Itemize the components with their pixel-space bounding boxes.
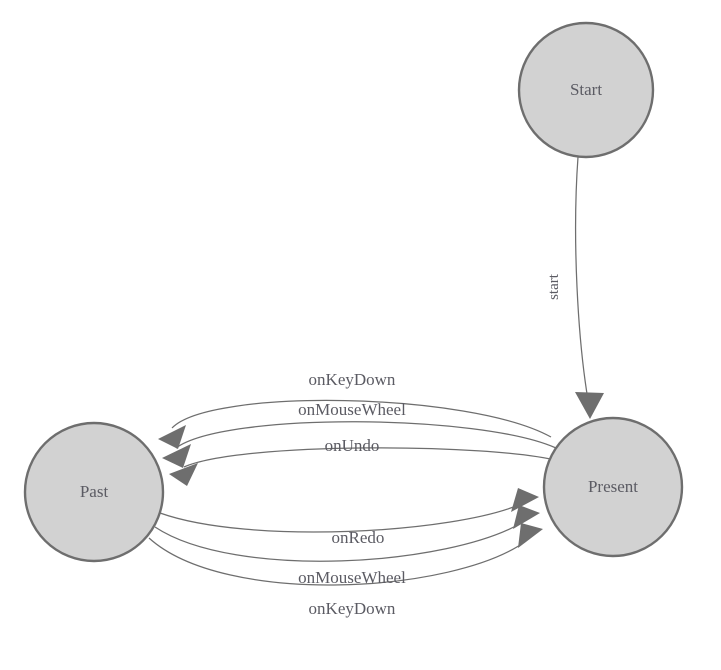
edge-present-to-past-onmousewheel[interactable] xyxy=(162,421,557,468)
edge-path-past-present-1 xyxy=(159,503,522,533)
edge-path-present-past-3 xyxy=(183,447,560,468)
edge-label-start: start xyxy=(546,273,562,300)
edge-path-present-past-2 xyxy=(175,421,557,449)
node-present-circle xyxy=(542,416,684,558)
edge-label-past-present-onmousewheel: onMouseWheel xyxy=(298,568,406,587)
edge-label-past-present-onredo: onRedo xyxy=(332,528,385,547)
edge-present-to-past-onundo[interactable] xyxy=(169,447,560,486)
arrowhead-past-present-1 xyxy=(511,488,539,512)
node-start[interactable]: Start xyxy=(517,21,655,159)
edge-past-to-present-onmousewheel[interactable] xyxy=(154,505,540,562)
edge-path-past-present-3 xyxy=(148,537,527,586)
node-past[interactable]: Past xyxy=(23,421,165,563)
node-past-circle xyxy=(23,421,165,563)
node-present-label: Present xyxy=(588,477,638,496)
edge-label-present-past-onmousewheel: onMouseWheel xyxy=(298,400,406,419)
edge-label-present-past-onkeydown: onKeyDown xyxy=(309,370,396,389)
arrowhead-past-present-2 xyxy=(513,505,540,529)
edge-start-to-present[interactable]: start xyxy=(546,156,604,419)
edge-path-present-past-1 xyxy=(171,399,552,438)
edge-path-past-present-2 xyxy=(154,521,524,562)
arrowhead-start-present xyxy=(575,392,604,419)
edge-past-to-present-onredo[interactable] xyxy=(159,488,539,533)
node-past-label: Past xyxy=(80,482,109,501)
arrowhead-present-past-3 xyxy=(169,463,198,486)
arrowhead-past-present-3 xyxy=(518,523,543,548)
arrowhead-present-past-2 xyxy=(162,444,191,468)
edge-label-present-past-onundo: onUndo xyxy=(325,436,380,455)
arrowhead-present-past-1 xyxy=(158,425,186,449)
node-start-circle xyxy=(517,21,655,159)
node-start-label: Start xyxy=(570,80,602,99)
edge-present-to-past-onkeydown[interactable] xyxy=(158,399,552,449)
edge-path-start-present xyxy=(575,156,589,401)
edge-label-past-present-onkeydown: onKeyDown xyxy=(309,599,396,618)
node-present[interactable]: Present xyxy=(542,416,684,558)
edge-past-to-present-onkeydown[interactable] xyxy=(148,523,543,586)
